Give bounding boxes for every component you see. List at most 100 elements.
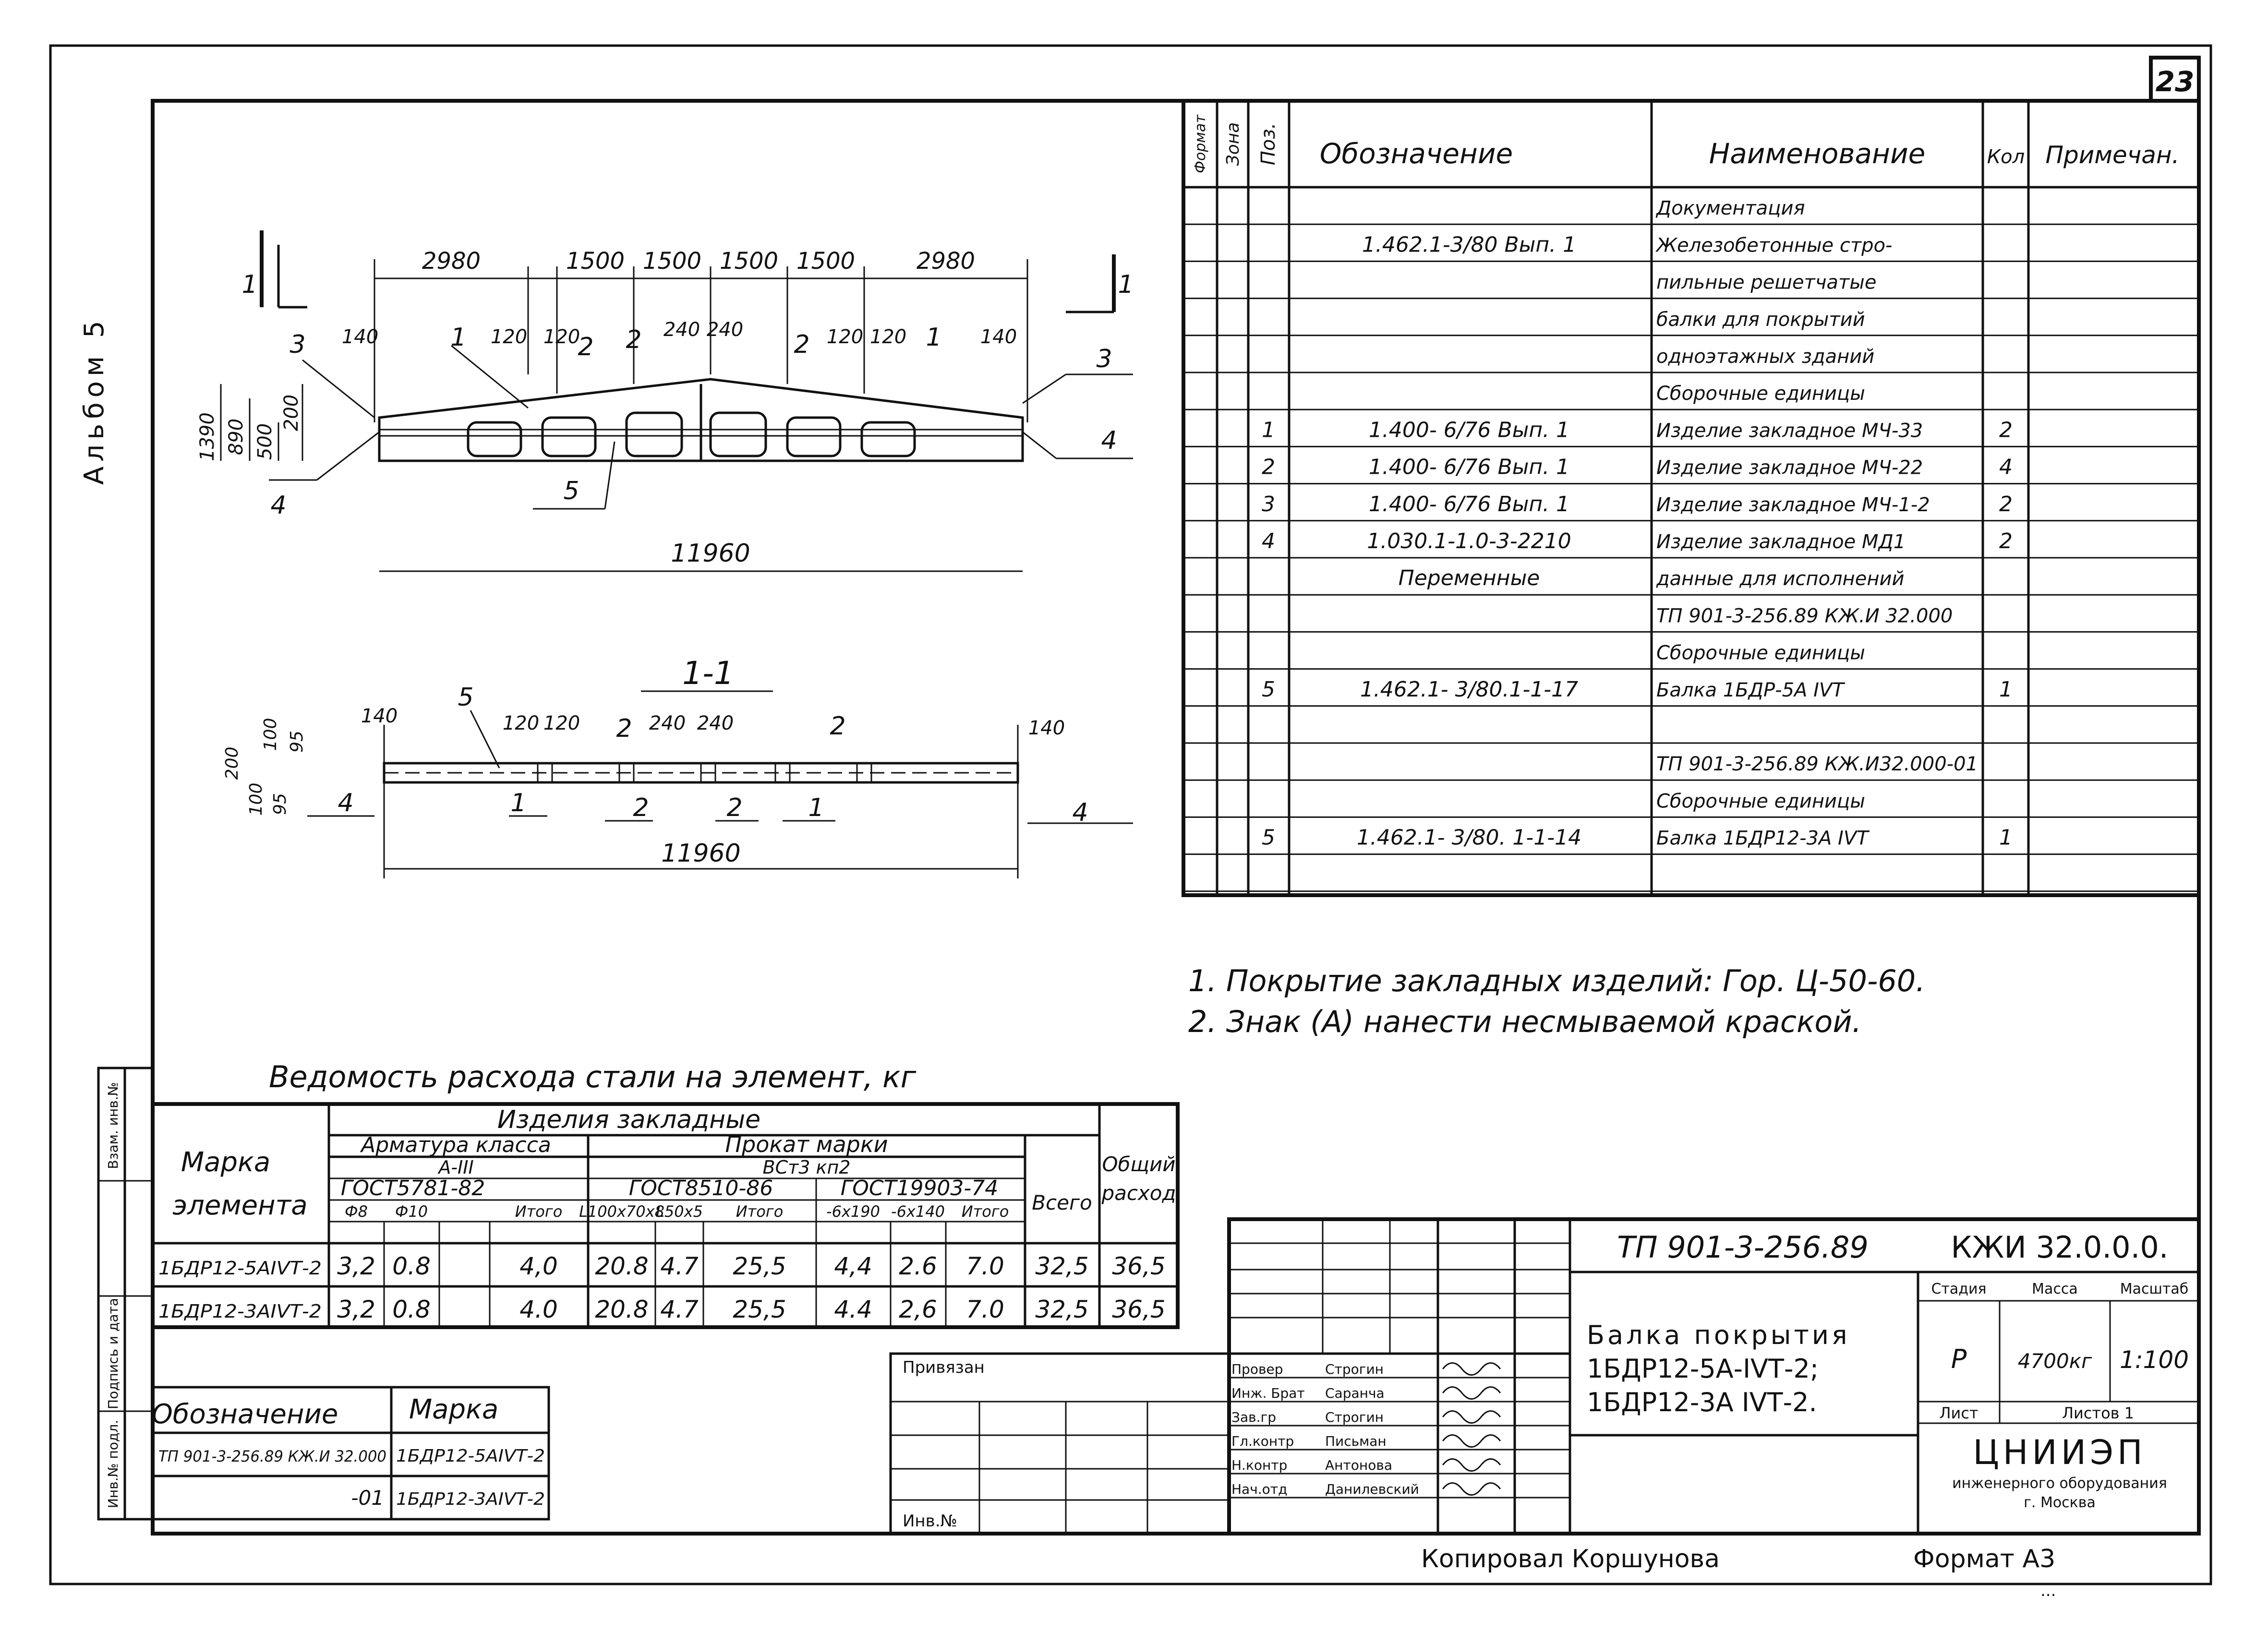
top-dim-2: 1500 — [566, 248, 625, 275]
steel-row-mark: 1БДР12-5АIVТ-2 — [158, 1258, 322, 1279]
sec-callout-2: 2 — [616, 714, 632, 743]
page-number: 23 — [2156, 65, 2195, 98]
role-person: Строгин — [1325, 1361, 1384, 1377]
steel-cell: 3,2 — [337, 1296, 375, 1323]
sheets-label: Листов 1 — [2062, 1404, 2134, 1422]
steel-h-prokat-mark: ВСт3 кп2 — [763, 1157, 851, 1178]
steel-h-gost8510: ГОСТ8510-86 — [629, 1176, 773, 1200]
top-callout-3: 2 — [626, 325, 641, 354]
steel-h-mark-2: элемента — [172, 1190, 307, 1221]
spec-name: ТП 901-3-256.89 КЖ.И32.000-01 — [1656, 753, 1978, 775]
top-callout-10: 5 — [563, 477, 579, 505]
role-person: Строгин — [1325, 1409, 1384, 1425]
top-small-7: 120 — [870, 326, 906, 348]
role-title: Провер — [1231, 1361, 1283, 1377]
steel-cell: 2,6 — [899, 1296, 937, 1323]
steel-h-rebar-gost: ГОСТ5781-82 — [341, 1176, 485, 1200]
steel-h-prokat: Прокат марки — [725, 1131, 888, 1157]
steel-h-overall-1: Общий — [1102, 1152, 1175, 1176]
steel-sub-header: -6x190 — [826, 1202, 880, 1221]
steel-cell: 0.8 — [392, 1252, 431, 1280]
album-label: Альбом 5 — [79, 316, 110, 485]
sec-total: 11960 — [661, 839, 740, 868]
spec-name: одноэтажных зданий — [1656, 346, 1874, 368]
spec-name: Балка 1БДР12-3А IVТ — [1656, 828, 1870, 850]
sec-small-5: 240 — [697, 712, 734, 734]
marks-row-1-mark: 1БДР12-5АIVТ-2 — [396, 1446, 545, 1466]
side-sign: Подпись и дата — [105, 1298, 121, 1409]
privyazan-label: Привязан — [903, 1358, 985, 1377]
format-label: Формат А3 — [1913, 1545, 2055, 1573]
spec-designation: 1.462.1- 3/80.1-1-17 — [1360, 677, 1578, 702]
steel-cell: 25,5 — [733, 1296, 786, 1323]
org-name: ЦНИИЭП — [1973, 1433, 2146, 1472]
spec-name: балки для покрытий — [1656, 309, 1865, 331]
steel-sub-header: -6x140 — [891, 1202, 945, 1221]
spec-designation: 1.400- 6/76 Вып. 1 — [1369, 492, 1569, 516]
steel-sub-header: L50x5 — [656, 1202, 703, 1221]
top-dim-5: 1500 — [796, 248, 855, 275]
top-small-2: 120 — [491, 326, 527, 348]
marks-row-2-designation: -01 — [351, 1486, 384, 1510]
steel-cell: 0.8 — [392, 1296, 431, 1323]
sec-small-3: 120 — [543, 712, 580, 734]
sec-callout-5: 1 — [510, 789, 526, 817]
signature-mark — [1442, 1458, 1501, 1472]
top-dim-1: 2980 — [422, 248, 481, 275]
steel-h-rebar-class: А-III — [437, 1157, 473, 1178]
spec-name: Сборочные единицы — [1656, 642, 1865, 664]
top-height-1: 1390 — [196, 412, 218, 461]
copied-by: Копировал Коршунова — [1421, 1545, 1720, 1573]
sec-small-4: 240 — [649, 712, 686, 734]
steel-cell: 20.8 — [595, 1296, 648, 1323]
spec-name: пильные решетчатые — [1656, 272, 1877, 294]
spec-pos: 3 — [1262, 492, 1275, 516]
steel-cell: 4.7 — [660, 1296, 699, 1323]
steel-h-gost19903: ГОСТ19903-74 — [841, 1176, 999, 1200]
steel-sub-header: Итого — [515, 1202, 563, 1221]
org-sub-1: инженерного оборудования — [1952, 1475, 2167, 1492]
spec-pos: 4 — [1262, 529, 1275, 553]
role-person: Данилевский — [1325, 1481, 1419, 1497]
steel-cell: 32,5 — [1035, 1296, 1088, 1323]
role-title: Н.контр — [1231, 1457, 1287, 1473]
steel-cell: 36,5 — [1112, 1252, 1165, 1280]
sec-callout-7: 2 — [726, 793, 742, 822]
spec-pos: 5 — [1262, 677, 1275, 702]
steel-cell: 25,5 — [733, 1252, 786, 1280]
spec-designation: Переменные — [1399, 566, 1540, 590]
steel-row-mark: 1БДР12-3АIVТ-2 — [158, 1301, 322, 1322]
document-code: КЖИ 32.0.0.0. — [1951, 1230, 2169, 1265]
top-callout-4: 2 — [794, 330, 809, 359]
project-code: ТП 901-3-256.89 — [1617, 1230, 1869, 1265]
role-person: Письман — [1325, 1433, 1387, 1449]
spec-name: Сборочные единицы — [1656, 790, 1865, 812]
spec-name: Документация — [1655, 197, 1805, 219]
stamp-code: ... — [2040, 1581, 2056, 1600]
steel-sub-header: Итого — [962, 1202, 1009, 1221]
spec-pos: 2 — [1262, 455, 1275, 480]
spec-h-zone: Зона — [1223, 122, 1243, 166]
section-marker-right: 1 — [1118, 270, 1134, 299]
steel-table: Марка элемента Изделия закладные Арматур… — [151, 1102, 1180, 1329]
scale-value: 1:100 — [2120, 1346, 2189, 1374]
spec-name: Изделие закладное МЧ-22 — [1656, 457, 1923, 479]
top-dim-6: 2980 — [917, 248, 975, 275]
mass-value: 4700кг — [2018, 1349, 2092, 1373]
top-callout-8: 4 — [270, 491, 286, 520]
spec-qty: 1 — [1999, 677, 2013, 702]
spec-name: Изделие закладное МЧ-1-2 — [1656, 494, 1930, 516]
top-small-6: 120 — [827, 326, 863, 348]
steel-cell: 4.4 — [834, 1296, 872, 1323]
note-1: 1. Покрытие закладных изделий: Гор. Ц-50… — [1188, 963, 1925, 998]
sec-height-2: 100 — [261, 718, 280, 751]
sec-small-6: 140 — [1028, 717, 1065, 739]
spec-qty: 2 — [1999, 418, 2013, 442]
spec-designation: 1.462.1-3/80 Вып. 1 — [1362, 232, 1576, 257]
side-strip: Инв.№ подл. Подпись и дата Взам. инв.№ — [97, 1067, 154, 1521]
steel-cell: 20.8 — [595, 1252, 648, 1280]
steel-cell: 7.0 — [966, 1296, 1004, 1323]
spec-h-designation: Обозначение — [1320, 137, 1513, 170]
sec-callout-3: 2 — [830, 712, 845, 741]
